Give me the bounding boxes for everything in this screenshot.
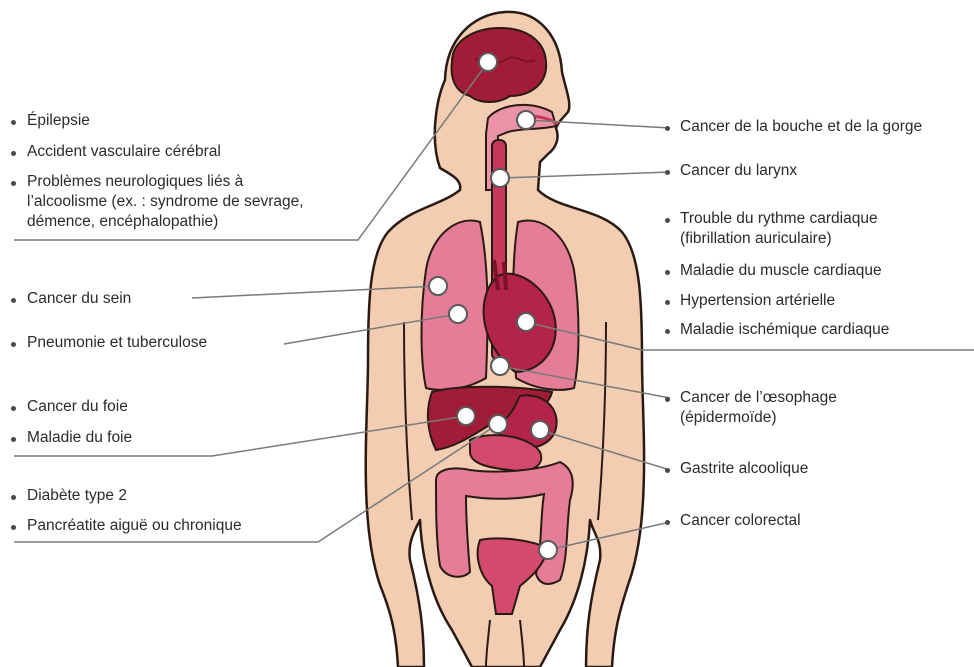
bullet [665, 270, 670, 275]
bullet [11, 342, 16, 347]
marker-liver [457, 407, 475, 425]
label-ischemic-heart: Maladie ischémique cardiaque [680, 320, 889, 340]
marker-heart [517, 313, 535, 331]
bullet [11, 437, 16, 442]
label-cardiomyopathy: Maladie du muscle cardiaque [680, 261, 882, 281]
marker-brain [479, 53, 497, 71]
label-liver-disease: Maladie du foie [27, 428, 132, 448]
label-liver-cancer: Cancer du foie [27, 397, 128, 417]
bullet [665, 126, 670, 131]
label-neuro-problems: Problèmes neurologiques liés à l’alcooli… [27, 172, 304, 232]
marker-pancreas [489, 415, 507, 433]
label-esophagus-cancer: Cancer de l’œsophage (épidermoïde) [680, 388, 837, 428]
label-breast-cancer: Cancer du sein [27, 289, 131, 309]
label-epilepsy: Épilepsie [27, 111, 90, 131]
marker-lung [449, 305, 467, 323]
marker-esophagus [491, 357, 509, 375]
brain [452, 28, 547, 102]
bullet [11, 298, 16, 303]
bullet [11, 406, 16, 411]
bullet [665, 520, 670, 525]
bullet [665, 300, 670, 305]
marker-mouth [517, 111, 535, 129]
bullet [11, 151, 16, 156]
marker-larynx [491, 169, 509, 187]
label-pancreatitis: Pancréatite aiguë ou chronique [27, 516, 242, 536]
label-colorectal-cancer: Cancer colorectal [680, 511, 801, 531]
bullet [11, 181, 16, 186]
label-diabetes: Diabète type 2 [27, 486, 127, 506]
label-arrhythmia: Trouble du rythme cardiaque (fibrillatio… [680, 209, 878, 249]
bullet [665, 397, 670, 402]
label-larynx-cancer: Cancer du larynx [680, 161, 797, 181]
marker-breast [429, 277, 447, 295]
bullet [665, 468, 670, 473]
label-hypertension: Hypertension artérielle [680, 291, 835, 311]
marker-stomach [531, 421, 549, 439]
label-mouth-cancer: Cancer de la bouche et de la gorge [680, 117, 922, 137]
bullet [665, 218, 670, 223]
bullet [11, 525, 16, 530]
bullet [11, 495, 16, 500]
bullet [11, 120, 16, 125]
bullet [665, 329, 670, 334]
bullet [665, 170, 670, 175]
label-pneumonia: Pneumonie et tuberculose [27, 333, 207, 353]
label-stroke: Accident vasculaire cérébral [27, 142, 221, 162]
label-gastritis: Gastrite alcoolique [680, 459, 808, 479]
marker-colon [539, 541, 557, 559]
